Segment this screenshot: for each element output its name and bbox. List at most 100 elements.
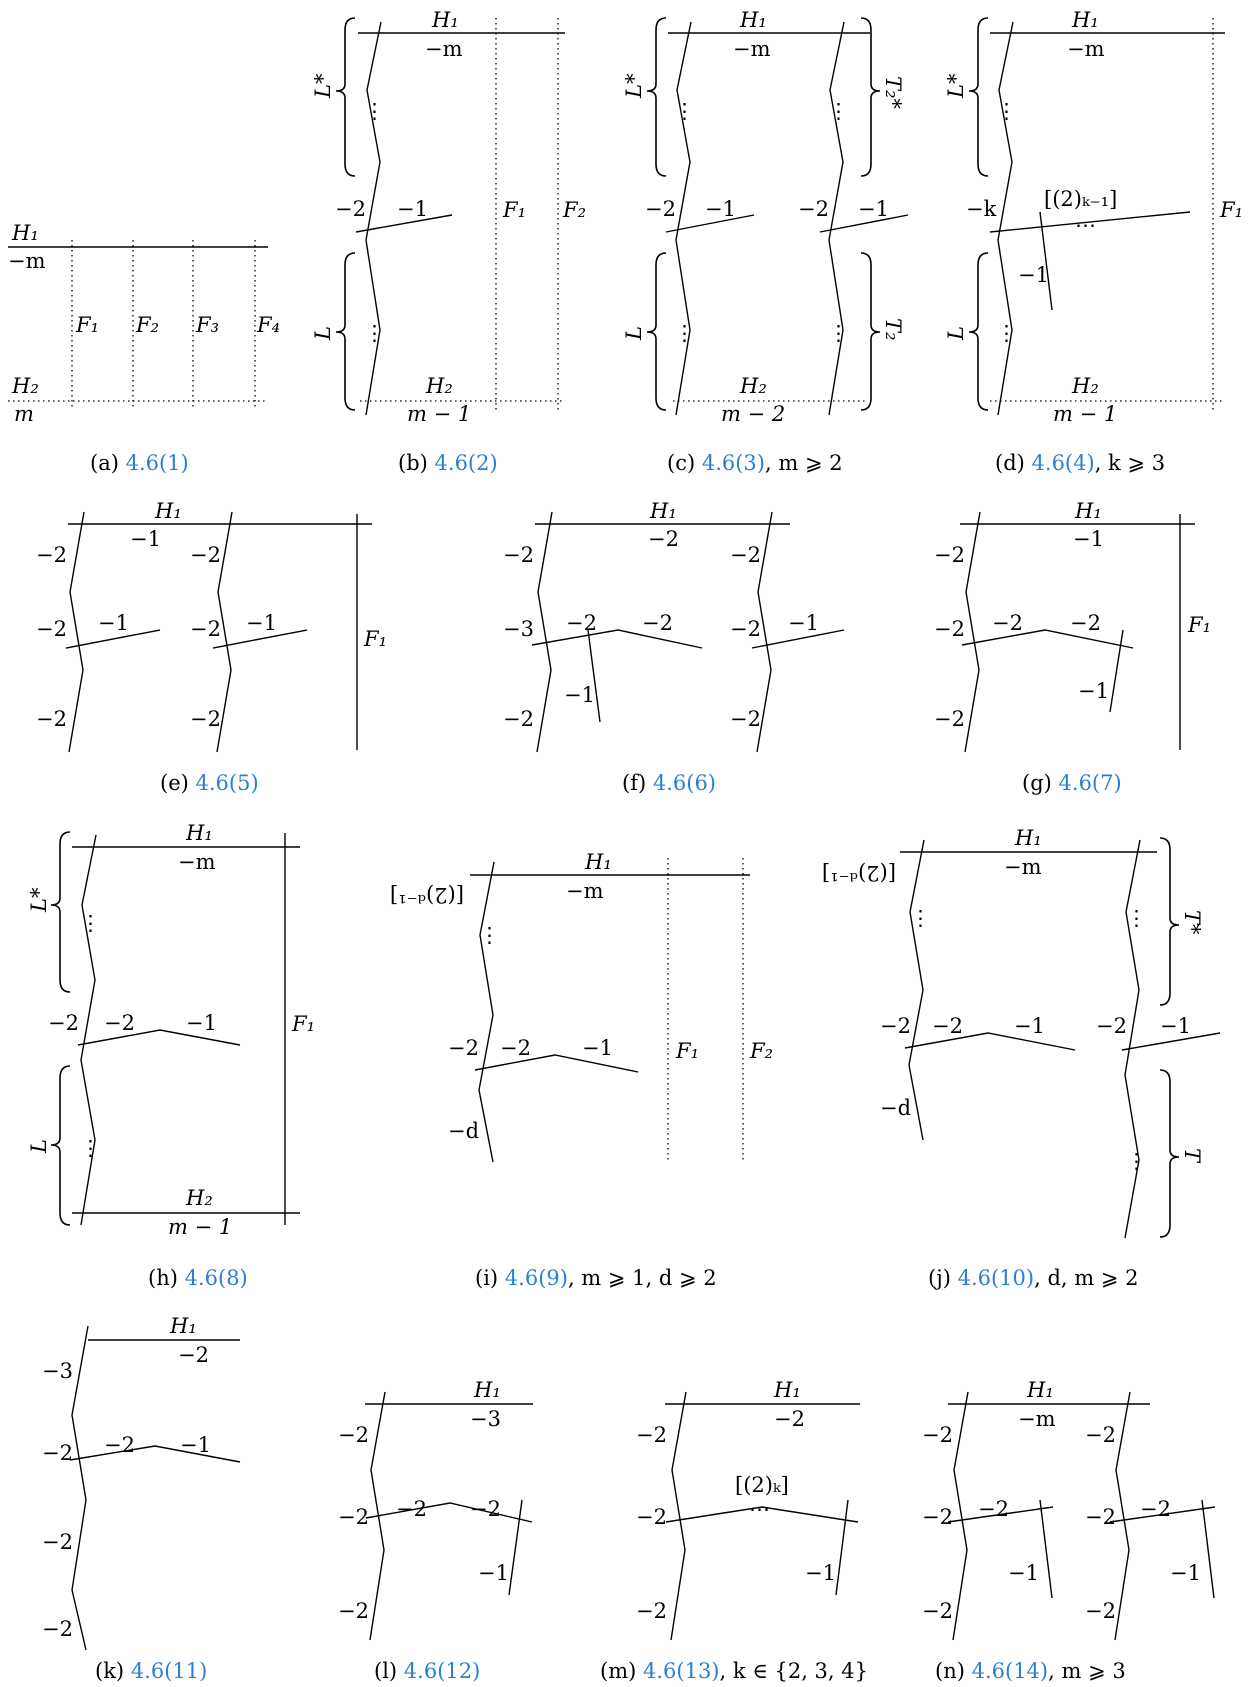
- b-vdots-bottom: ⋮: [364, 321, 385, 345]
- l-mid-minus2: −2: [338, 1505, 369, 1529]
- d-hdots: ⋯: [1075, 213, 1096, 237]
- n-H1-weight: −m: [1018, 1407, 1056, 1431]
- f-right-chain: [756, 511, 773, 753]
- c-left-minus1: [665, 214, 755, 233]
- j-left-minus2: −2: [880, 1014, 911, 1038]
- i-H1-weight: −m: [566, 879, 604, 903]
- c-right-chain: [828, 21, 845, 416]
- d-minus-k: −k: [966, 197, 997, 221]
- d-H2-label: H₂: [1071, 374, 1099, 398]
- j-right-minus1: −1: [1160, 1014, 1191, 1038]
- diagram-c: ⋮ ⋮ ⋮ ⋮ H₁ −m H₂ m − 2 −2 −1 −2 −1 L* L …: [622, 8, 909, 426]
- e-left-mid-minus2: −2: [36, 617, 67, 641]
- f-mid-minus2-a: −2: [566, 611, 597, 635]
- l-chain: [369, 1391, 386, 1641]
- j-H1-weight: −m: [1004, 855, 1042, 879]
- k-minus2-mid: −2: [42, 1441, 73, 1465]
- j-right-chain: [1124, 839, 1141, 1239]
- d-H1-weight: −m: [1067, 37, 1105, 61]
- l-minus1-curve: [508, 1499, 523, 1596]
- l-bot-minus2: −2: [338, 1599, 369, 1623]
- f-H1-weight: −2: [648, 527, 679, 551]
- diagram-l: H₁ −3 −2 −2 −2 −2 −1 −2: [338, 1378, 533, 1641]
- g-top-minus2: −2: [934, 543, 965, 567]
- n-left-top-minus2: −2: [922, 1423, 953, 1447]
- diagram-h: ⋮ ⋮ H₁ −m H₂ m − 1 −2 −2 −1 F₁ L* L: [27, 821, 315, 1239]
- e-caption: (e) 4.6(5): [160, 771, 259, 795]
- j-vdots-bottom-right: ⋮: [1126, 1149, 1147, 1173]
- c-L-label: L: [622, 326, 646, 341]
- k-minus3: −3: [42, 1359, 73, 1383]
- n-right-curve-minus2: −2: [1140, 1497, 1171, 1521]
- n-left-minus1: −1: [1008, 1561, 1039, 1585]
- j-right-minus1-curve: [1121, 1032, 1221, 1051]
- j-Tstar-label: T*: [1180, 910, 1204, 935]
- j-caption: (j) 4.6(10), d, m ⩾ 2: [928, 1266, 1138, 1290]
- j-vdots-left: ⋮: [910, 906, 931, 930]
- m-minus1-curve: [835, 1499, 849, 1596]
- e-left-top-minus2: −2: [36, 543, 67, 567]
- k-minus2-curve: −2: [104, 1433, 135, 1457]
- h-minus2-mid: −2: [104, 1011, 135, 1035]
- j-mid-minus1: −1: [1014, 1014, 1045, 1038]
- d-vdots-bottom: ⋮: [996, 321, 1017, 345]
- c-vdots-bl: ⋮: [674, 321, 695, 345]
- g-chain: [964, 511, 981, 753]
- diagram-k: H₁ −2 −3 −2 −2 −1 −2 −2: [42, 1314, 241, 1651]
- g-F1-label: F₁: [1187, 613, 1211, 637]
- l-minus1: −1: [478, 1561, 509, 1585]
- b-caption: (b) 4.6(2): [398, 451, 498, 475]
- j-H1-label: H₁: [1014, 826, 1042, 850]
- l-caption: (l) 4.6(12): [374, 1659, 480, 1683]
- j-minus-d: −d: [880, 1096, 911, 1120]
- b-chain-curve: [365, 21, 382, 416]
- h-vdots-top: ⋮: [80, 911, 101, 935]
- i-chain: [478, 861, 495, 1163]
- f-caption: (f) 4.6(6): [622, 771, 716, 795]
- g-mid-minus2: −2: [934, 617, 965, 641]
- h-Lstar-label: L*: [27, 887, 51, 913]
- b-F2-label: F₂: [562, 198, 586, 222]
- m-bot-minus2: −2: [636, 1599, 667, 1623]
- i-middle-curve: [474, 1054, 639, 1073]
- c-vdots-br: ⋮: [828, 321, 849, 345]
- diagram-b: ⋮ ⋮ H₁ −m H₂ m − 1 −2 −1 F₁ F₂ L* L: [311, 8, 586, 426]
- d-L-brace: [968, 252, 989, 411]
- b-L-brace: [335, 252, 356, 411]
- m-H1-weight: −2: [774, 1407, 805, 1431]
- c-caption: (c) 4.6(3), m ⩾ 2: [667, 451, 843, 475]
- g-minus1-label: −1: [1078, 679, 1109, 703]
- c-left-minus2: −2: [645, 197, 676, 221]
- d-H1-label: H₁: [1071, 8, 1099, 32]
- j-middle-curve: [904, 1032, 1076, 1051]
- h-Lstar-brace: [50, 831, 71, 993]
- i-F2-label: F₂: [749, 1039, 773, 1063]
- b-H1-label: H₁: [431, 8, 459, 32]
- b-H2-weight: m − 1: [407, 402, 471, 426]
- f-left-chain: [536, 511, 553, 753]
- n-left-minus1-curve: [1039, 1499, 1053, 1599]
- i-H1-label: H₁: [584, 850, 612, 874]
- h-H1-weight: −m: [178, 850, 216, 874]
- diagram-e: H₁ −1 −2 −2 −1 −2 −2 −2 −1 −2 F₁: [36, 499, 387, 753]
- e-left-chain: [68, 511, 85, 753]
- k-middle-curve: [69, 1445, 241, 1463]
- i-vdots: ⋮: [479, 923, 500, 947]
- a-F1-label: F₁: [75, 313, 99, 337]
- k-H1-label: H₁: [169, 1314, 197, 1338]
- d-chain-curve: [997, 21, 1014, 416]
- c-right-minus1-label: −1: [858, 197, 889, 221]
- d-L-label: L: [944, 326, 968, 341]
- h-H1-label: H₁: [185, 821, 213, 845]
- i-caption: (i) 4.6(9), m ⩾ 1, d ⩾ 2: [475, 1266, 717, 1290]
- n-right-chain: [1114, 1391, 1131, 1641]
- l-H1-weight: −3: [470, 1407, 501, 1431]
- j-right-minus2: −2: [1096, 1014, 1127, 1038]
- j-Tstar-brace: [1159, 837, 1180, 1006]
- d-caption: (d) 4.6(4), k ⩾ 3: [995, 451, 1165, 475]
- a-H1-label: H₁: [11, 221, 39, 245]
- l-curve-minus2-a: −2: [396, 1497, 427, 1521]
- m-H1-label: H₁: [773, 1378, 801, 1402]
- n-right-top-minus2: −2: [1085, 1423, 1116, 1447]
- f-right-top-minus2: −2: [730, 543, 761, 567]
